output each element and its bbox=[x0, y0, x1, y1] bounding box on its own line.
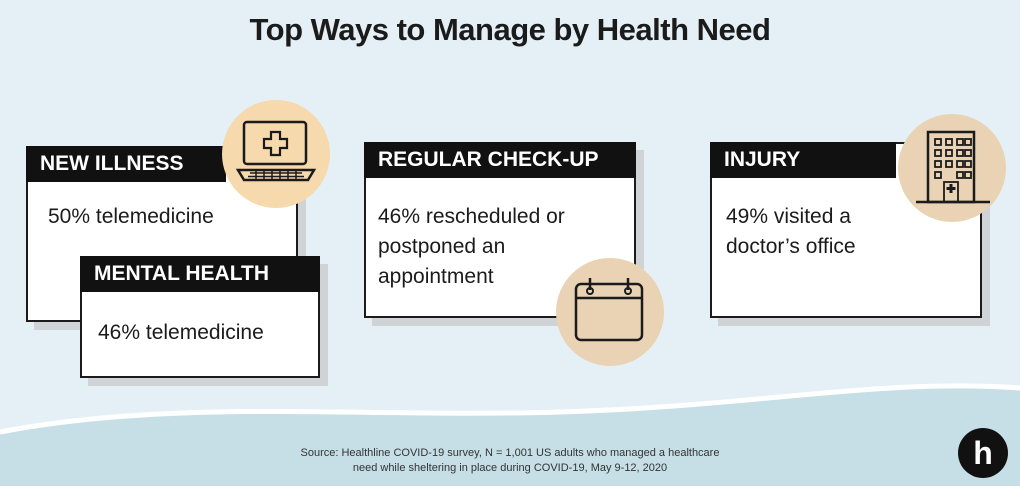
hospital-building-icon bbox=[916, 130, 990, 204]
laptop-icon-circle bbox=[222, 100, 330, 208]
mental-health-card: MENTAL HEALTH 46% telemedicine bbox=[80, 256, 320, 378]
injury-header: INJURY bbox=[710, 142, 896, 178]
checkup-text: 46% rescheduled or postponed an appointm… bbox=[378, 202, 565, 292]
new-illness-text: 50% telemedicine bbox=[48, 205, 214, 228]
checkup-header: REGULAR CHECK-UP bbox=[364, 142, 636, 178]
injury-line-2: doctor’s office bbox=[726, 235, 856, 258]
laptop-medical-icon bbox=[235, 120, 317, 182]
checkup-line-2: postponed an bbox=[378, 235, 506, 258]
hospital-icon-circle bbox=[898, 114, 1006, 222]
mental-health-header: MENTAL HEALTH bbox=[80, 256, 320, 292]
source-line-1: Source: Healthline COVID-19 survey, N = … bbox=[300, 447, 720, 459]
source-line-2: need while sheltering in place during CO… bbox=[352, 462, 668, 474]
calendar-icon bbox=[574, 278, 644, 342]
mental-health-text: 46% telemedicine bbox=[98, 321, 264, 344]
page-title: Top Ways to Manage by Health Need bbox=[249, 12, 771, 47]
injury-text: 49% visited a doctor’s office bbox=[726, 202, 856, 262]
healthline-logo-mark: h bbox=[973, 435, 993, 471]
injury-line-1: 49% visited a bbox=[726, 205, 851, 228]
injury-card: INJURY 49% visited a doctor’s office bbox=[710, 142, 982, 318]
new-illness-header: NEW ILLNESS bbox=[26, 146, 226, 182]
calendar-icon-circle bbox=[556, 258, 664, 366]
bottom-wave bbox=[0, 383, 1020, 486]
healthline-logo: h bbox=[958, 428, 1008, 478]
source-note: Source: Healthline COVID-19 survey, N = … bbox=[280, 446, 740, 476]
checkup-line-1: 46% rescheduled or bbox=[378, 205, 565, 228]
logo-letter: h bbox=[973, 435, 993, 471]
checkup-line-3: appointment bbox=[378, 265, 494, 288]
